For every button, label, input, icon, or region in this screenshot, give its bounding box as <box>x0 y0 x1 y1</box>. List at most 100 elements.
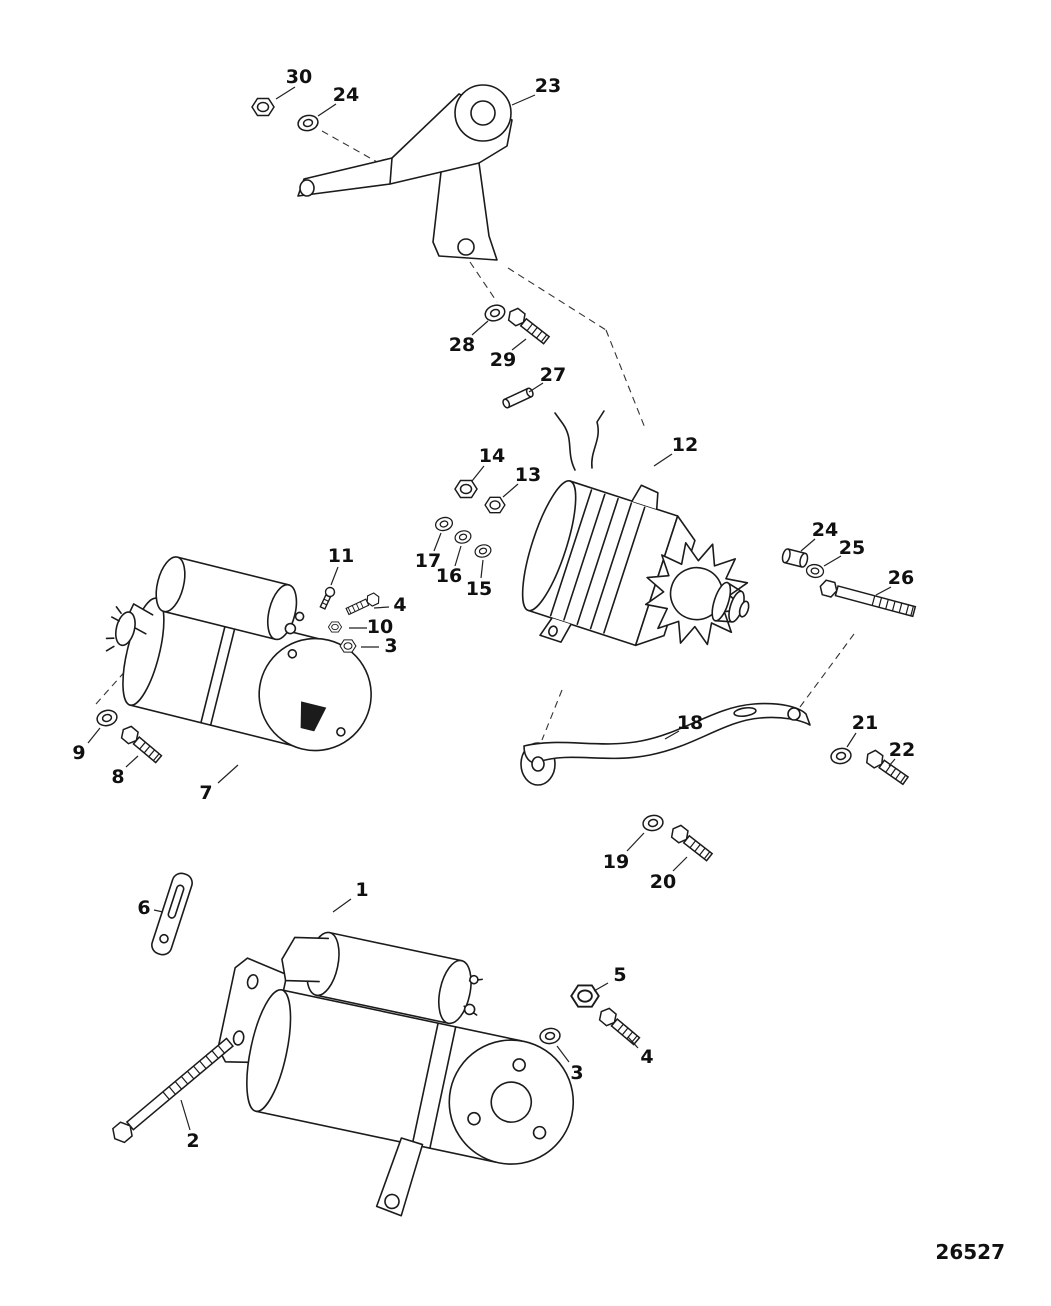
pin-27 <box>501 386 535 410</box>
washer-19 <box>641 813 665 833</box>
callout-30: 30 <box>275 66 312 100</box>
svg-text:22: 22 <box>889 739 915 761</box>
callout-18: 18 <box>664 712 703 740</box>
spacer-24-right <box>780 547 810 569</box>
svg-text:5: 5 <box>613 964 626 986</box>
bolt-20 <box>667 822 715 864</box>
svg-text:24: 24 <box>333 84 359 106</box>
screw-11 <box>317 585 337 611</box>
svg-text:28: 28 <box>449 334 475 356</box>
callout-4: 4 <box>373 594 407 616</box>
callout-24: 24 <box>800 519 838 552</box>
callout-19: 19 <box>603 832 645 873</box>
washer-3-lower <box>538 1026 562 1046</box>
nut-30 <box>251 97 275 117</box>
callout-16: 16 <box>436 545 462 587</box>
alternator-fan <box>644 541 749 646</box>
svg-text:6: 6 <box>137 897 150 919</box>
svg-text:19: 19 <box>603 851 629 873</box>
washer-15 <box>473 542 493 560</box>
svg-text:4: 4 <box>640 1046 653 1068</box>
callout-14: 14 <box>471 445 505 482</box>
svg-text:13: 13 <box>515 464 541 486</box>
starter-drive-gear <box>105 606 136 652</box>
bolt-2 <box>108 1034 237 1147</box>
callout-3: 3 <box>361 635 398 657</box>
starter-motor-upper <box>105 556 372 752</box>
alternator-wires <box>554 410 605 471</box>
svg-text:1: 1 <box>355 879 368 901</box>
nut-5 <box>570 984 600 1008</box>
svg-text:20: 20 <box>650 871 676 893</box>
svg-text:11: 11 <box>328 545 354 567</box>
svg-text:29: 29 <box>490 349 516 371</box>
svg-text:21: 21 <box>852 712 878 734</box>
washer-24-top <box>295 112 321 134</box>
washer-21 <box>829 746 853 766</box>
bolt-29 <box>504 305 552 347</box>
svg-text:27: 27 <box>540 364 566 386</box>
callout-8: 8 <box>111 755 139 788</box>
svg-text:16: 16 <box>436 565 462 587</box>
callout-1: 1 <box>332 879 369 913</box>
svg-text:3: 3 <box>384 635 397 657</box>
callout-23: 23 <box>511 75 561 106</box>
nut-14 <box>454 479 478 499</box>
svg-text:10: 10 <box>367 616 393 638</box>
callout-3: 3 <box>556 1045 584 1084</box>
callout-28: 28 <box>449 320 489 356</box>
callout-13: 13 <box>502 464 541 498</box>
callout-17: 17 <box>415 532 442 572</box>
alternator <box>521 480 750 647</box>
callout-21: 21 <box>846 712 878 748</box>
svg-text:26: 26 <box>888 567 914 589</box>
svg-text:18: 18 <box>677 712 703 734</box>
svg-text:2: 2 <box>186 1130 199 1152</box>
lock-tab-tool <box>151 872 193 956</box>
svg-text:30: 30 <box>286 66 312 88</box>
washer-25 <box>805 562 825 580</box>
callout-25: 25 <box>823 537 865 567</box>
callout-10: 10 <box>349 616 393 638</box>
nut-13 <box>484 496 506 514</box>
svg-text:25: 25 <box>839 537 865 559</box>
bolt-4-upper <box>344 591 382 618</box>
callout-5: 5 <box>593 964 627 992</box>
bolt-4-lower <box>595 1005 643 1048</box>
svg-text:8: 8 <box>111 766 124 788</box>
callout-24: 24 <box>317 84 359 117</box>
svg-text:17: 17 <box>415 550 441 572</box>
svg-text:4: 4 <box>393 594 406 616</box>
svg-text:9: 9 <box>72 742 85 764</box>
starter-motor-lower <box>217 931 575 1217</box>
washer-9 <box>94 707 120 729</box>
svg-text:23: 23 <box>535 75 561 97</box>
svg-text:12: 12 <box>672 434 698 456</box>
callout-27: 27 <box>528 364 566 393</box>
callout-12: 12 <box>653 434 698 467</box>
svg-text:7: 7 <box>199 782 212 804</box>
assembly-guide-lines <box>95 130 855 741</box>
figure-number: 26527 <box>935 1240 1005 1264</box>
starter-drive-lever <box>375 1137 424 1217</box>
callout-2: 2 <box>180 1099 200 1152</box>
alternator-brace <box>520 702 811 786</box>
callout-9: 9 <box>72 727 101 764</box>
callout-15: 15 <box>466 559 492 600</box>
bolt-8 <box>117 723 165 766</box>
nut-10 <box>327 621 343 633</box>
washer-17 <box>433 515 455 533</box>
nut-3-upper <box>339 639 357 653</box>
callout-11: 11 <box>328 545 354 586</box>
washer-16 <box>453 528 473 546</box>
svg-text:3: 3 <box>570 1062 583 1084</box>
alternator-pulley <box>711 581 750 623</box>
svg-text:14: 14 <box>479 445 505 467</box>
callout-6: 6 <box>137 897 164 919</box>
callout-22: 22 <box>888 739 915 767</box>
callout-29: 29 <box>490 338 527 371</box>
lock-washer-28 <box>482 301 508 325</box>
